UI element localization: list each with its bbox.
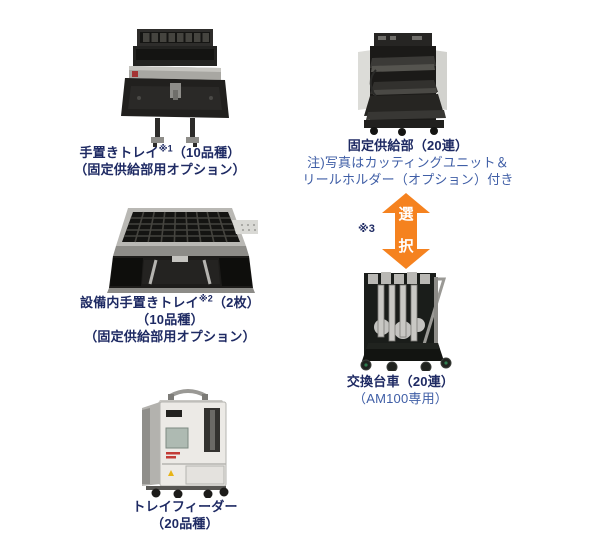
fixed-supply-photo <box>350 30 455 138</box>
hand-tray-footnote-ref: ※1 <box>158 143 173 154</box>
exchange-cart-caption: 交換台車（20連） （AM100専用） <box>318 373 483 407</box>
selection-label-bottom: 択 <box>398 238 414 255</box>
hand-tray-caption-line1: 手置きトレイ※1（10品種） <box>25 144 295 161</box>
inner-hand-tray-caption-line1: 設備内手置きトレイ※2（2枚） <box>30 294 310 311</box>
hand-tray-caption: 手置きトレイ※1（10品種） （固定供給部用オプション） <box>25 144 295 178</box>
inner-hand-tray-caption: 設備内手置きトレイ※2（2枚） （10品種） （固定供給部用オプション） <box>30 294 310 345</box>
inner-hand-tray-illustration <box>107 208 258 293</box>
fixed-supply-note-line1: 注)写真はカッティングユニット＆ <box>307 155 509 170</box>
exchange-cart-subtitle: （AM100専用） <box>353 391 448 406</box>
hand-tray-illustration <box>121 29 229 147</box>
inner-hand-tray-name: 設備内手置きトレイ <box>80 295 199 310</box>
selection-footnote-ref: ※3 <box>358 223 375 235</box>
tray-feeder-caption: トレイフィーダー （20品種） <box>100 498 270 532</box>
fixed-supply-title: 固定供給部（20連） <box>347 138 469 153</box>
tray-feeder-illustration <box>142 389 229 498</box>
selection-label-top: 選 <box>398 206 414 223</box>
exchange-cart-illustration <box>360 272 452 371</box>
fixed-supply-caption: 固定供給部（20連） 注)写真はカッティングユニット＆ リールホルダー（オプショ… <box>293 137 523 188</box>
inner-hand-tray-option-note: （固定供給部用オプション） <box>84 329 256 344</box>
tray-feeder-capacity: （20品種） <box>151 516 219 531</box>
exchange-cart-photo <box>348 267 458 371</box>
tray-feeder-title: トレイフィーダー <box>132 499 238 514</box>
inner-hand-tray-footnote-ref: ※2 <box>198 293 213 304</box>
inner-hand-tray-photo <box>98 204 258 296</box>
selection-arrow-labels: 選 択 <box>382 207 430 255</box>
selection-arrow: 選 択 <box>382 193 430 269</box>
fixed-supply-illustration <box>358 33 447 136</box>
hand-tray-name: 手置きトレイ <box>79 145 159 160</box>
inner-hand-tray-capacity: （10品種） <box>136 312 204 327</box>
tray-feeder-photo <box>126 386 248 498</box>
inner-hand-tray-count: （2枚） <box>212 295 260 310</box>
hand-tray-option-note: （固定供給部用オプション） <box>74 162 246 177</box>
hand-tray-capacity: （10品種） <box>172 145 241 160</box>
exchange-cart-title: 交換台車（20連） <box>346 374 455 389</box>
double-arrow-icon <box>382 193 430 269</box>
fixed-supply-note-line2: リールホルダー（オプション）付き <box>302 172 514 187</box>
hand-tray-photo <box>115 26 235 148</box>
